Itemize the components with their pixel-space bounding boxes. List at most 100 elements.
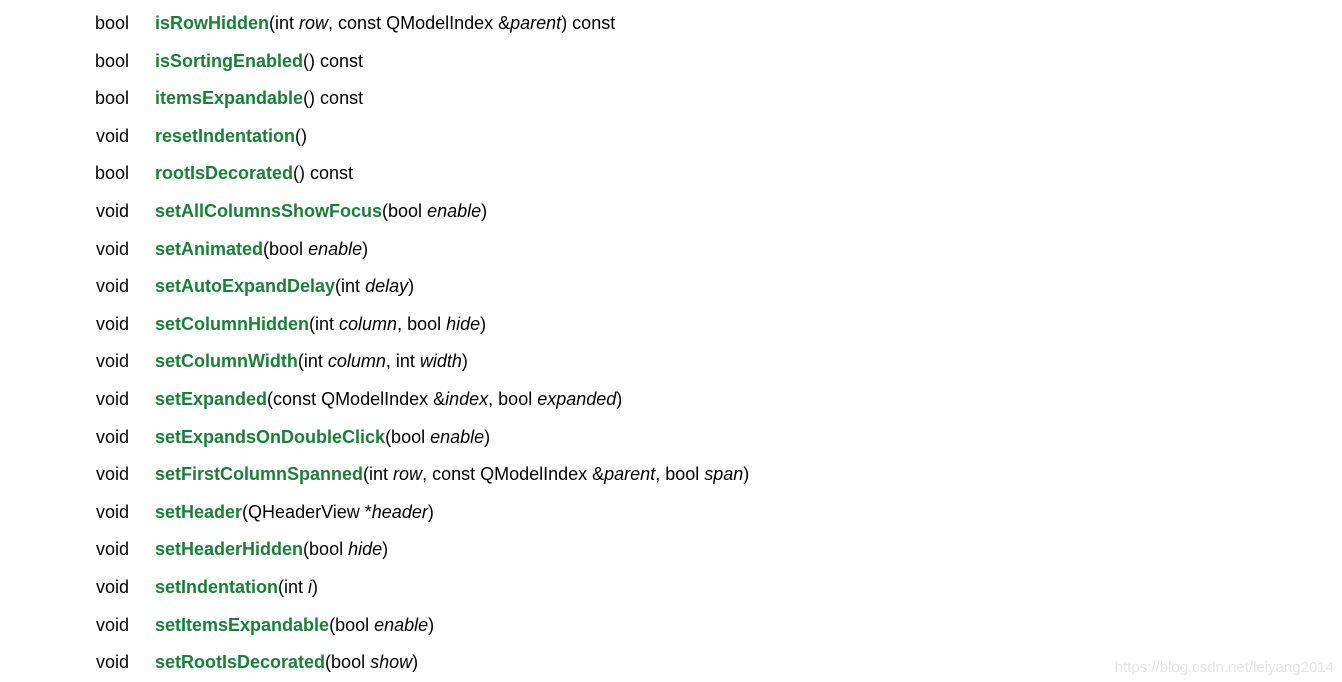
function-name-link[interactable]: setItemsExpandable [155, 614, 330, 635]
function-name-link[interactable]: setAnimated [155, 238, 264, 259]
function-name-link[interactable]: setColumnWidth [155, 351, 298, 372]
signature-text: (int [309, 313, 340, 334]
parameter-name: enable [308, 238, 363, 259]
signature-text: (bool [329, 614, 375, 635]
signature-text: , const QModelIndex & [328, 13, 511, 33]
parameter-name: expanded [537, 388, 617, 409]
function-name-link[interactable]: setHeaderHidden [155, 539, 304, 560]
function-row: void setExpandsOnDoubleClick(bool enable) [0, 419, 1342, 457]
parameter-name: header [371, 501, 428, 522]
function-row: bool isSortingEnabled() const [0, 43, 1342, 81]
return-type: void [95, 652, 129, 673]
function-name-link[interactable]: setHeader [155, 501, 243, 522]
function-signature: setExpanded(const QModelIndex &index, bo… [155, 381, 622, 419]
return-type: void [95, 125, 129, 146]
signature-text: ) [484, 426, 491, 447]
return-type: bool [94, 50, 129, 71]
signature-text: ) [408, 276, 415, 297]
signature-text: (QHeaderView * [242, 501, 372, 522]
signature-text: () const [293, 163, 354, 184]
parameter-name: column [339, 313, 398, 334]
function-signature: resetIndentation() [155, 118, 307, 156]
return-type: void [95, 614, 129, 635]
return-type: bool [94, 88, 129, 109]
return-type: void [95, 276, 129, 297]
function-name-link[interactable]: rootIsDecorated [155, 163, 294, 184]
signature-text: ) [743, 464, 750, 485]
parameter-name: span [704, 464, 744, 485]
signature-text: (const QModelIndex & [267, 388, 446, 409]
function-signature: setAutoExpandDelay(int delay) [155, 268, 414, 306]
signature-text: , bool [397, 313, 447, 334]
return-type: void [95, 426, 129, 447]
function-name-link[interactable]: isSortingEnabled [155, 50, 304, 71]
signature-text: ) const [561, 13, 616, 33]
signature-text: , bool [655, 464, 705, 485]
parameter-name: enable [430, 426, 485, 447]
signature-text: (bool [263, 238, 309, 259]
function-name-link[interactable]: setAllColumnsShowFocus [155, 200, 383, 221]
function-row: void setIndentation(int i) [0, 569, 1342, 607]
function-signature: setItemsExpandable(bool enable) [155, 607, 434, 645]
function-name-link[interactable]: resetIndentation [155, 125, 296, 146]
signature-text: (bool [385, 426, 431, 447]
signature-text: , const QModelIndex & [422, 464, 605, 485]
function-name-link[interactable]: setExpanded [155, 388, 268, 409]
function-row: void setColumnWidth(int column, int width… [0, 343, 1342, 381]
signature-text: (int [278, 576, 309, 597]
parameter-name: width [419, 351, 462, 372]
function-name-link[interactable]: setAutoExpandDelay [155, 276, 336, 297]
return-type: void [95, 501, 129, 522]
signature-text: ) [480, 313, 487, 334]
signature-text: (bool [325, 652, 371, 673]
function-signature: setExpandsOnDoubleClick(bool enable) [155, 419, 490, 457]
signature-text: () const [303, 50, 364, 71]
return-type: void [95, 539, 129, 560]
signature-text: ) [461, 351, 468, 372]
watermark: https://blog.csdn.net/leiyang2014 [1114, 659, 1334, 676]
signature-text: , bool [488, 388, 538, 409]
function-name-link[interactable]: setIndentation [155, 576, 279, 597]
function-signature: rootIsDecorated() const [155, 155, 353, 193]
return-type: void [95, 576, 129, 597]
signature-text: ) [312, 576, 319, 597]
signature-text: (int [297, 351, 328, 372]
function-signature: isRowHidden(int row, const QModelIndex &… [155, 5, 615, 43]
parameter-name: delay [365, 276, 409, 297]
signature-text: () const [303, 88, 364, 109]
signature-text: ) [382, 539, 389, 560]
return-type: bool [94, 13, 129, 33]
function-row: void setHeaderHidden(bool hide) [0, 531, 1342, 569]
parameter-name: enable [427, 200, 482, 221]
signature-text: , int [385, 351, 420, 372]
parameter-name: row [299, 13, 329, 33]
parameter-name: enable [374, 614, 429, 635]
function-name-link[interactable]: isRowHidden [155, 13, 270, 33]
function-name-link[interactable]: setRootIsDecorated [155, 652, 326, 673]
return-type: void [95, 464, 129, 485]
function-signature: setColumnWidth(int column, int width) [155, 343, 468, 381]
function-signature: isSortingEnabled() const [155, 43, 363, 81]
function-row: void resetIndentation() [0, 118, 1342, 156]
return-type: void [95, 200, 129, 221]
function-signature: setIndentation(int i) [155, 569, 318, 607]
signature-text: (int [269, 13, 300, 33]
return-type: void [95, 351, 129, 372]
return-type: void [95, 313, 129, 334]
function-name-link[interactable]: setFirstColumnSpanned [155, 464, 364, 485]
parameter-name: i [308, 576, 313, 597]
function-signature: setHeaderHidden(bool hide) [155, 531, 388, 569]
parameter-name: hide [348, 539, 383, 560]
parameter-name: index [445, 388, 489, 409]
function-row: bool isRowHidden(int row, const QModelInd… [0, 5, 1342, 43]
return-type: bool [94, 163, 129, 184]
function-name-link[interactable]: setExpandsOnDoubleClick [155, 426, 386, 447]
parameter-name: row [393, 464, 423, 485]
signature-text: (bool [303, 539, 349, 560]
function-name-link[interactable]: setColumnHidden [155, 313, 310, 334]
function-name-link[interactable]: itemsExpandable [155, 88, 304, 109]
